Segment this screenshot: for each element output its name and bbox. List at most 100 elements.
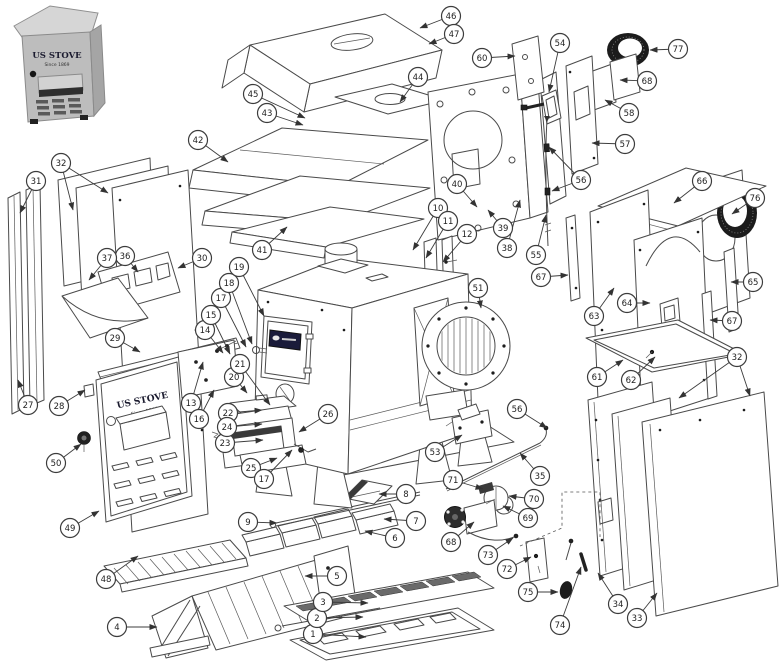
grate-frame xyxy=(289,607,495,661)
ash-scraper xyxy=(343,479,393,505)
left-trim-strips xyxy=(7,183,45,415)
svg-text:35: 35 xyxy=(535,472,546,482)
svg-text:41: 41 xyxy=(257,246,268,256)
svg-text:50: 50 xyxy=(51,459,62,469)
callout-66: 66 xyxy=(673,170,713,204)
callout-56: 56 xyxy=(548,146,592,192)
callout-8: 8 xyxy=(378,483,417,505)
svg-text:56: 56 xyxy=(512,405,523,415)
baffle-bracket xyxy=(61,251,181,339)
callout-17: 17 xyxy=(253,449,293,490)
callout-63: 63 xyxy=(583,287,615,327)
svg-text:9: 9 xyxy=(245,518,250,528)
svg-text:60: 60 xyxy=(477,54,488,64)
door-handle-spring xyxy=(252,346,268,354)
svg-text:8: 8 xyxy=(403,490,408,500)
callout-7: 7 xyxy=(383,510,427,532)
callout-6: 6 xyxy=(364,527,406,549)
svg-text:31: 31 xyxy=(31,177,42,187)
callout-56: 56 xyxy=(506,398,548,429)
callout-44: 44 xyxy=(399,66,429,103)
svg-text:74: 74 xyxy=(555,621,566,631)
callout-57: 57 xyxy=(591,133,636,155)
svg-text:32: 32 xyxy=(56,159,67,169)
callout-39: 39 xyxy=(487,209,514,239)
firebox-body xyxy=(252,242,515,509)
callout-37: 37 xyxy=(88,247,118,281)
svg-text:68: 68 xyxy=(446,538,457,548)
callout-67: 67 xyxy=(530,266,569,288)
svg-text:69: 69 xyxy=(523,514,534,524)
callout-2: 2 xyxy=(306,607,364,629)
svg-text:38: 38 xyxy=(502,244,513,254)
callout-26: 26 xyxy=(298,403,339,433)
right-rear-door-panels xyxy=(587,381,779,617)
callout-45: 45 xyxy=(242,83,306,119)
callout-28: 28 xyxy=(48,389,86,417)
svg-text:12: 12 xyxy=(462,230,473,240)
flue-ring xyxy=(607,33,649,67)
svg-text:67: 67 xyxy=(727,317,738,327)
callout-73: 73 xyxy=(477,537,514,566)
callout-3: 3 xyxy=(312,591,369,613)
callout-68: 68 xyxy=(619,70,658,92)
latch-lever xyxy=(293,443,317,453)
door-hinge xyxy=(305,333,314,340)
callout-19: 19 xyxy=(228,256,265,317)
svg-text:6: 6 xyxy=(392,534,397,544)
svg-text:56: 56 xyxy=(576,176,587,186)
blower xyxy=(413,297,511,421)
svg-text:23: 23 xyxy=(220,439,231,449)
product-photo: US STOVE Since 1869 xyxy=(13,5,106,124)
svg-text:37: 37 xyxy=(102,254,113,264)
svg-text:51: 51 xyxy=(473,284,484,294)
svg-text:32: 32 xyxy=(732,353,743,363)
svg-text:29: 29 xyxy=(110,334,121,344)
svg-text:48: 48 xyxy=(101,575,112,585)
callout-61: 61 xyxy=(586,359,624,388)
callout-49: 49 xyxy=(59,510,100,539)
grate-rod xyxy=(274,607,381,632)
callout-32: 32 xyxy=(50,152,109,211)
callout-18: 18 xyxy=(218,272,253,345)
callout-layer: 1234567891011121314151617181920212223242… xyxy=(17,5,766,645)
front-door-panel: US STOVE Since 1869 xyxy=(77,355,193,523)
svg-text:20: 20 xyxy=(229,373,240,383)
callout-75: 75 xyxy=(517,581,559,603)
svg-text:46: 46 xyxy=(446,12,457,22)
svg-text:16: 16 xyxy=(194,415,205,425)
feed-door xyxy=(252,315,314,385)
svg-text:73: 73 xyxy=(483,551,494,561)
svg-text:33: 33 xyxy=(632,614,643,624)
callout-32: 32 xyxy=(678,346,751,399)
callout-15: 15 xyxy=(200,304,231,355)
svg-text:2: 2 xyxy=(314,614,319,624)
callout-42: 42 xyxy=(187,129,229,163)
callout-9: 9 xyxy=(237,511,278,533)
svg-text:43: 43 xyxy=(262,109,273,119)
callout-25: 25 xyxy=(240,457,278,479)
dashed-reference-lines xyxy=(519,491,601,547)
callout-4: 4 xyxy=(106,616,158,638)
svg-text:17: 17 xyxy=(259,475,270,485)
svg-text:57: 57 xyxy=(620,140,631,150)
callout-47: 47 xyxy=(428,23,465,45)
svg-text:75: 75 xyxy=(523,588,534,598)
svg-text:13: 13 xyxy=(186,399,197,409)
flue-collar xyxy=(317,242,369,274)
small-plates-58-68 xyxy=(589,53,641,111)
callout-76: 76 xyxy=(731,187,766,215)
callout-68: 68 xyxy=(440,521,475,553)
svg-text:5: 5 xyxy=(334,572,339,582)
svg-text:54: 54 xyxy=(555,39,566,49)
callout-60: 60 xyxy=(471,47,516,69)
svg-text:53: 53 xyxy=(430,448,441,458)
svg-text:67: 67 xyxy=(536,273,547,283)
callout-30: 30 xyxy=(177,247,213,269)
callout-64: 64 xyxy=(616,292,651,314)
callout-29: 29 xyxy=(104,327,141,353)
callout-21: 21 xyxy=(229,353,271,406)
firebrick-set xyxy=(241,503,399,557)
svg-text:61: 61 xyxy=(592,373,603,383)
cover-plate-60 xyxy=(511,35,545,101)
